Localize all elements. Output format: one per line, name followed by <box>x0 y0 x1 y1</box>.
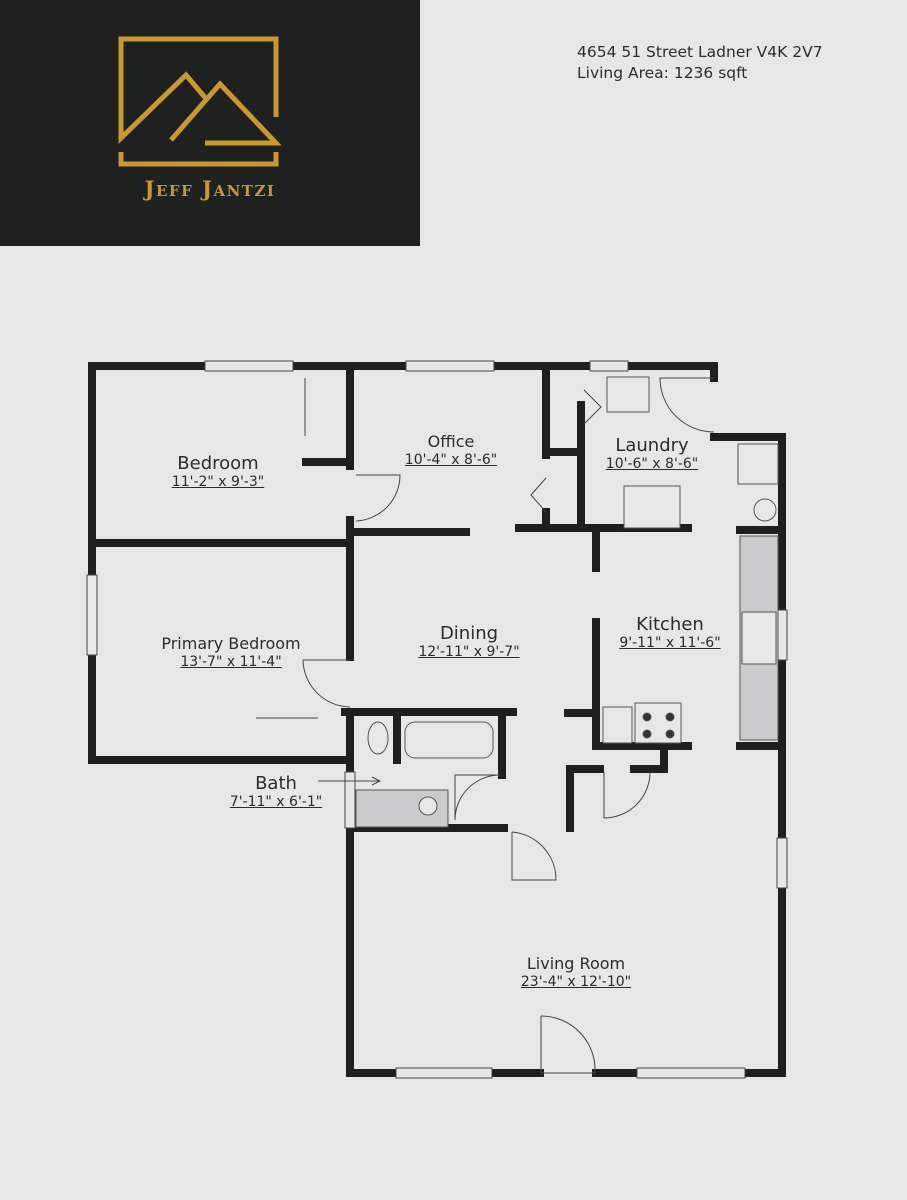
fridge-space-icon <box>602 706 633 744</box>
room-name: Bedroom <box>177 453 259 474</box>
sink-icon <box>741 611 777 665</box>
bathtub-icon <box>404 721 494 759</box>
room-dimensions: 7'-11" x 6'-1" <box>229 794 323 810</box>
room-name: Dining <box>439 623 499 644</box>
mountain-roof-frame-icon <box>118 36 282 167</box>
room-kitchen: Kitchen 9'-11" x 11'-6" <box>619 614 721 652</box>
room-name: Kitchen <box>636 614 704 635</box>
room-dimensions: 10'-6" x 8'-6" <box>605 456 699 472</box>
room-office: Office 10'-4" x 8'-6" <box>405 432 497 468</box>
room-dimensions: 11'-2" x 9'-3" <box>171 474 265 490</box>
property-address: 4654 51 Street Ladner V4K 2V7 <box>577 43 823 61</box>
room-dimensions: 23'-4" x 12'-10" <box>520 974 632 990</box>
living-area: Living Area: 1236 sqft <box>577 64 748 82</box>
room-name: Office <box>427 432 475 451</box>
room-living-room: Living Room 23'-4" x 12'-10" <box>521 954 631 990</box>
fixtures <box>318 376 779 828</box>
room-name: Laundry <box>615 435 689 456</box>
dryer-icon <box>606 376 650 413</box>
room-primary-bedroom: Primary Bedroom 13'-7" x 11'-4" <box>161 634 300 670</box>
door-swings <box>256 377 715 1074</box>
toilet-icon <box>367 721 389 755</box>
room-name: Living Room <box>526 954 626 973</box>
room-bedroom: Bedroom 11'-2" x 9'-3" <box>171 453 265 491</box>
room-dimensions: 9'-11" x 11'-6" <box>619 635 721 651</box>
furnace-icon <box>753 498 777 522</box>
stove-icon <box>634 702 682 744</box>
room-laundry: Laundry 10'-6" x 8'-6" <box>605 435 699 473</box>
walls <box>88 362 786 1077</box>
washer-icon <box>623 485 681 529</box>
property-info: 4654 51 Street Ladner V4K 2V7 Living Are… <box>577 42 823 84</box>
room-name: Primary Bedroom <box>161 634 301 653</box>
room-bath: Bath 7'-11" x 6'-1" <box>229 773 323 811</box>
room-dining: Dining 12'-11" x 9'-7" <box>418 623 520 661</box>
room-dimensions: 12'-11" x 9'-7" <box>418 644 520 660</box>
brand-logo-card: Jeff Jantzi <box>0 0 420 246</box>
room-name: Bath <box>255 773 297 794</box>
bathroom-sink-icon <box>418 796 438 816</box>
room-dimensions: 10'-4" x 8'-6" <box>404 452 498 468</box>
water-heater-icon <box>737 443 779 485</box>
windows <box>86 360 788 1079</box>
room-dimensions: 13'-7" x 11'-4" <box>180 654 282 670</box>
brand-name: Jeff Jantzi <box>144 176 276 201</box>
